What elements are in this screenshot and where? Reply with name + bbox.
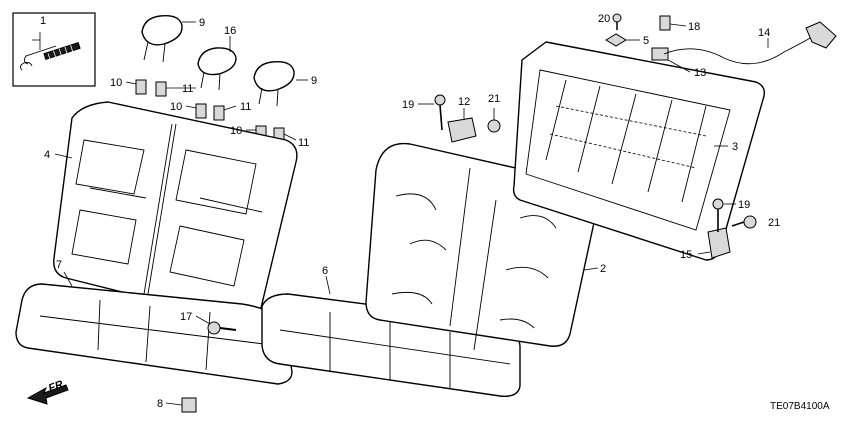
callout-20: 20 <box>598 13 610 25</box>
part-21-bolt-right[interactable] <box>731 215 757 229</box>
part-18-striker[interactable] <box>659 15 687 31</box>
callout-11-low: 11 <box>298 137 309 149</box>
callout-6: 6 <box>322 265 328 277</box>
callout-12: 12 <box>458 96 470 108</box>
callout-21-right: 21 <box>768 217 780 229</box>
part-14-release-cable[interactable] <box>663 21 837 65</box>
callout-11-top: 11 <box>182 83 193 95</box>
callout-2: 2 <box>600 263 606 275</box>
callout-11-mid: 11 <box>240 101 251 113</box>
callout-14: 14 <box>758 27 770 39</box>
part-9-headrest-left[interactable] <box>141 15 196 63</box>
part-16-headrest-center[interactable] <box>197 36 237 91</box>
callout-17: 17 <box>180 311 192 323</box>
part-9-headrest-right[interactable] <box>253 61 308 107</box>
callout-3: 3 <box>732 141 738 153</box>
callout-9-left: 9 <box>199 17 205 29</box>
callout-7: 7 <box>56 259 62 271</box>
part-1-hook-kit[interactable] <box>12 12 96 87</box>
callout-18: 18 <box>688 21 700 33</box>
front-direction-arrow <box>26 384 69 405</box>
callout-16: 16 <box>224 25 236 37</box>
part-13-lock[interactable] <box>651 47 691 73</box>
callout-13: 13 <box>694 67 706 79</box>
callout-15: 15 <box>680 249 692 261</box>
direction-label: FR. <box>47 377 68 394</box>
callout-21-left: 21 <box>488 93 500 105</box>
callout-4: 4 <box>44 149 50 161</box>
callout-10-top: 10 <box>110 77 122 89</box>
part-19-bolt-right[interactable] <box>712 198 736 232</box>
callout-19-right: 19 <box>738 199 750 211</box>
part-19-bolt-left[interactable] <box>418 94 446 131</box>
callout-9-right: 9 <box>311 75 317 87</box>
part-8-clip[interactable] <box>165 397 197 413</box>
part-7-cushion-cover[interactable] <box>15 271 293 385</box>
diagram-code: TE07B4100A <box>770 401 830 412</box>
part-5-grommet[interactable] <box>605 33 640 47</box>
part-12-hinge-bracket[interactable] <box>447 108 477 143</box>
callout-1: 1 <box>40 15 46 27</box>
part-20-screw[interactable] <box>612 13 622 30</box>
part-21-nut-left[interactable] <box>487 108 501 133</box>
callout-10-low: 10 <box>230 125 242 137</box>
headrest-guides[interactable] <box>125 79 297 143</box>
callout-19-left: 19 <box>402 99 414 111</box>
callout-5: 5 <box>643 35 649 47</box>
part-15-hinge-bracket[interactable] <box>697 227 731 259</box>
part-17-bolt[interactable] <box>195 315 237 335</box>
callout-8: 8 <box>157 398 163 410</box>
callout-10-mid: 10 <box>170 101 182 113</box>
